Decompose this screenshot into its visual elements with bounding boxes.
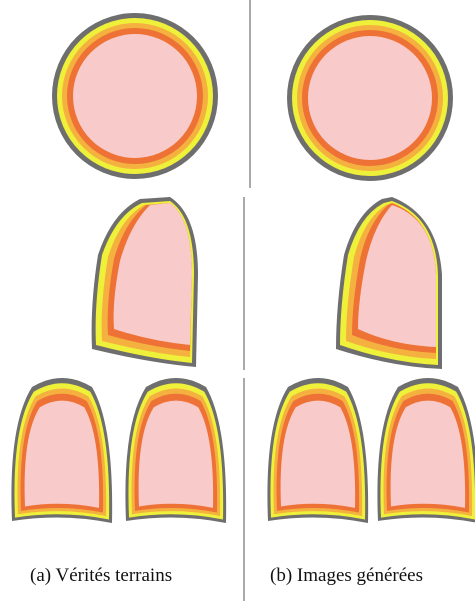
caption-generated: (b) Images générées [270, 566, 423, 585]
gt-circle-segmentation [52, 13, 218, 179]
gt-single-segmentation [92, 197, 198, 367]
generated-left-leaf-segmentation [267, 378, 368, 523]
generated-circle-segmentation [287, 15, 453, 181]
generated-right-leaf-segmentation [377, 378, 475, 523]
gt-right-leaf-segmentation [125, 378, 226, 523]
caption-ground-truth: (a) Vérités terrains [30, 566, 172, 585]
gt-left-leaf-segmentation [11, 378, 112, 523]
generated-single-segmentation [336, 197, 442, 369]
